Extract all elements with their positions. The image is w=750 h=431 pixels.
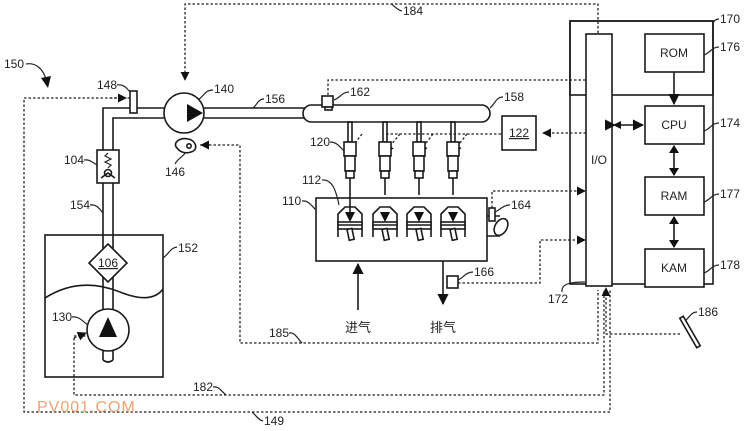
check-valve (96, 149, 120, 184)
engine-sensor-164 (488, 207, 496, 222)
intake-label: 进气 (345, 320, 371, 336)
ram-label: RAM (661, 189, 688, 203)
signal-line-186 (601, 287, 680, 335)
signal-line-182-head (73, 331, 87, 341)
ref-158: 158 (504, 90, 524, 104)
io-label: I/O (591, 153, 607, 167)
pedal-186[interactable] (678, 315, 702, 349)
injector (446, 121, 460, 195)
injector (343, 121, 357, 195)
fuel-level-line (44, 284, 164, 299)
fuel-filter (87, 242, 129, 284)
cam-146 (174, 137, 197, 154)
signal-line-166 (458, 235, 586, 284)
ram-block (644, 176, 705, 216)
high-pressure-line (204, 107, 305, 119)
injector-driver-label: 122 (509, 126, 529, 140)
ref-186: 186 (698, 305, 718, 319)
cylinder (406, 206, 432, 242)
ref-150: 150 (4, 57, 24, 71)
signal-line-185 (200, 144, 599, 344)
cpu-block (644, 105, 705, 145)
crankshaft-end (493, 217, 509, 237)
ref-176: 176 (720, 40, 740, 54)
io-port (585, 33, 613, 287)
ref-146: 146 (165, 165, 185, 179)
ref-156: 156 (265, 92, 285, 106)
cylinder (440, 206, 466, 242)
ref-148: 148 (97, 78, 117, 92)
ref-177: 177 (720, 187, 740, 201)
rom-label: ROM (660, 46, 688, 60)
ref-120: 120 (310, 135, 330, 149)
kam-block (644, 248, 705, 288)
ref-152: 152 (178, 241, 198, 255)
fuel-rail (302, 104, 491, 123)
fuel-filter-label: 106 (98, 256, 118, 270)
high-pressure-pump (163, 92, 205, 134)
cylinder (337, 195, 363, 242)
ref-185: 185 (269, 326, 289, 340)
hp-pump-arrow-icon (187, 104, 203, 122)
cylinder (372, 206, 398, 242)
ref-140: 140 (214, 82, 234, 96)
pressure-sensor-148 (129, 90, 138, 114)
ref-172: 172 (548, 292, 568, 306)
ref-166: 166 (474, 265, 494, 279)
ref-164: 164 (511, 198, 531, 212)
controller-box (569, 20, 714, 285)
signal-line-162 (327, 79, 585, 95)
ref-170: 170 (720, 12, 740, 26)
signal-line-149 (23, 97, 611, 413)
ref-130: 130 (52, 310, 72, 324)
injector (378, 121, 392, 195)
kam-label: KAM (661, 261, 687, 275)
ref-162: 162 (350, 85, 370, 99)
ref-149: 149 (264, 414, 284, 428)
ref-182: 182 (193, 380, 213, 394)
ref-184: 184 (403, 4, 423, 18)
exhaust-label: 排气 (430, 320, 456, 336)
fuel-tank (44, 234, 164, 378)
ref-174: 174 (720, 116, 740, 130)
ref-104: 104 (64, 153, 84, 167)
ref-110: 110 (282, 194, 301, 208)
cpu-label: CPU (661, 118, 686, 132)
injector (412, 121, 426, 195)
ref-154: 154 (70, 198, 90, 212)
exhaust-sensor-166 (446, 275, 459, 289)
rom-block (644, 33, 705, 73)
ref-112: 112 (302, 173, 321, 187)
signal-line-164 (491, 186, 586, 208)
rail-pressure-sensor (321, 95, 334, 108)
ref-178: 178 (720, 258, 740, 272)
signal-line-184 (180, 3, 599, 81)
lift-pump-arrow-icon (99, 317, 117, 337)
injector-driver-box (501, 115, 537, 151)
watermark: PV001.COM (37, 399, 136, 416)
low-pressure-line-inner (112, 117, 161, 360)
